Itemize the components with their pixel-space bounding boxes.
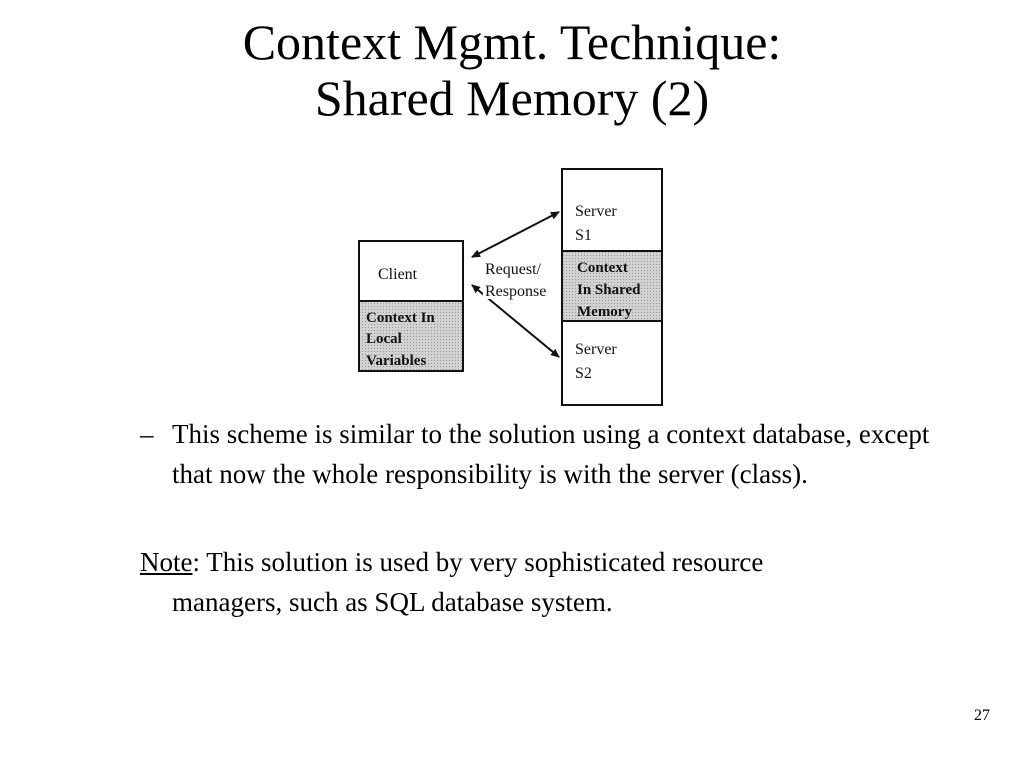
shared-context-line-2: In Shared (577, 282, 641, 298)
shared-memory-box (563, 251, 661, 321)
shared-context-line-3: Memory (577, 304, 632, 320)
note-paragraph: Note: This solution is used by very soph… (140, 542, 940, 622)
note-text-line-2: managers, such as SQL database system. (172, 587, 613, 617)
shared-memory-diagram: Client Context In Local Variables Server… (350, 165, 670, 410)
server-s2-line-1: Server (575, 341, 617, 358)
arrow-client-to-s1 (471, 211, 560, 258)
bullet-point: – This scheme is similar to the solution… (140, 414, 930, 494)
arrow-label-backdrop (483, 257, 557, 299)
client-context-box (360, 301, 462, 370)
slide-title-line-2: Shared Memory (2) (314, 70, 710, 126)
diagram-svg: Client Context In Local Variables Server… (358, 168, 663, 406)
server-s2-line-2: S2 (575, 365, 592, 382)
client-context-line-2: Local (366, 331, 402, 347)
client-context-line-1: Context In (366, 310, 435, 326)
page-number: 27 (974, 707, 990, 724)
bullet-text: This scheme is similar to the solution u… (172, 419, 930, 489)
note-text-line-1: : This solution is used by very sophisti… (192, 547, 764, 577)
note-label: Note (140, 547, 193, 577)
slide-title: Context Mgmt. Technique: Shared Memory (… (0, 14, 1024, 126)
server-s1-line-1: Server (575, 203, 617, 220)
arrow-label-line-2: Response (485, 283, 546, 300)
shared-context-line-1: Context (577, 260, 628, 276)
arrow-label-line-1: Request/ (485, 261, 542, 278)
client-context-line-3: Variables (366, 353, 426, 369)
slide-title-line-1: Context Mgmt. Technique: (242, 14, 782, 70)
server-s1-line-2: S1 (575, 227, 592, 244)
bullet-dash: – (140, 419, 154, 449)
client-label: Client (378, 266, 418, 283)
